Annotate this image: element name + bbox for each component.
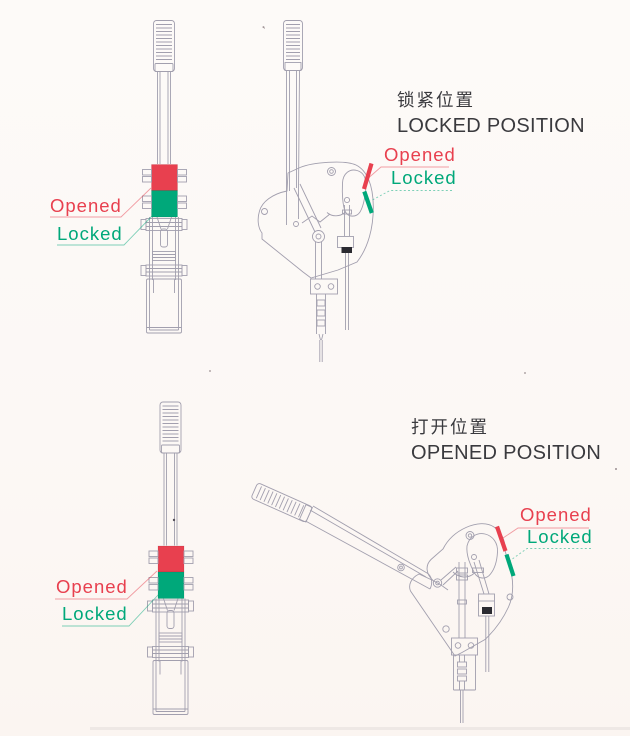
handle-grip — [251, 483, 314, 523]
side-bolts — [142, 169, 187, 209]
leader-lines — [50, 166, 591, 627]
opened-indicator-stripe — [495, 525, 508, 552]
locked-indicator-block — [151, 190, 178, 218]
front-opened-opened-label: Opened — [56, 576, 128, 597]
side-opened-locked-label: Locked — [527, 526, 593, 547]
cable-clamp — [482, 607, 492, 614]
opened-indicator-block — [151, 164, 178, 191]
front-view-opened-figure — [147, 401, 194, 715]
front-view-locked-figure — [140, 20, 188, 334]
opened-position-title-en: OPENED POSITION — [411, 442, 602, 464]
side-view-locked-figure — [257, 20, 374, 362]
locked-position-title-zh: 锁紧位置 — [397, 90, 475, 110]
front-locked-locked-label: Locked — [57, 223, 123, 244]
cable-clamp — [341, 247, 352, 253]
locked-position-title: 锁紧位置 LOCKED POSITION — [397, 89, 585, 137]
side-locked-opened-label: Opened — [384, 144, 456, 165]
side-locked-locked-label: Locked — [391, 167, 457, 188]
opened-position-title-zh: 打开位置 — [411, 417, 489, 437]
scan-artifacts — [90, 26, 630, 730]
opened-position-title: 打开位置 OPENED POSITION — [411, 416, 601, 464]
side-opened-opened-label: Opened — [520, 504, 592, 525]
locked-indicator-stripe — [504, 553, 516, 577]
opened-indicator-stripe — [361, 162, 374, 190]
side-view-opened-figure — [251, 483, 516, 723]
front-opened-locked-label: Locked — [62, 603, 128, 624]
locked-indicator-stripe — [362, 190, 374, 214]
locked-position-title-en: LOCKED POSITION — [397, 115, 585, 137]
front-locked-opened-label: Opened — [50, 195, 122, 216]
